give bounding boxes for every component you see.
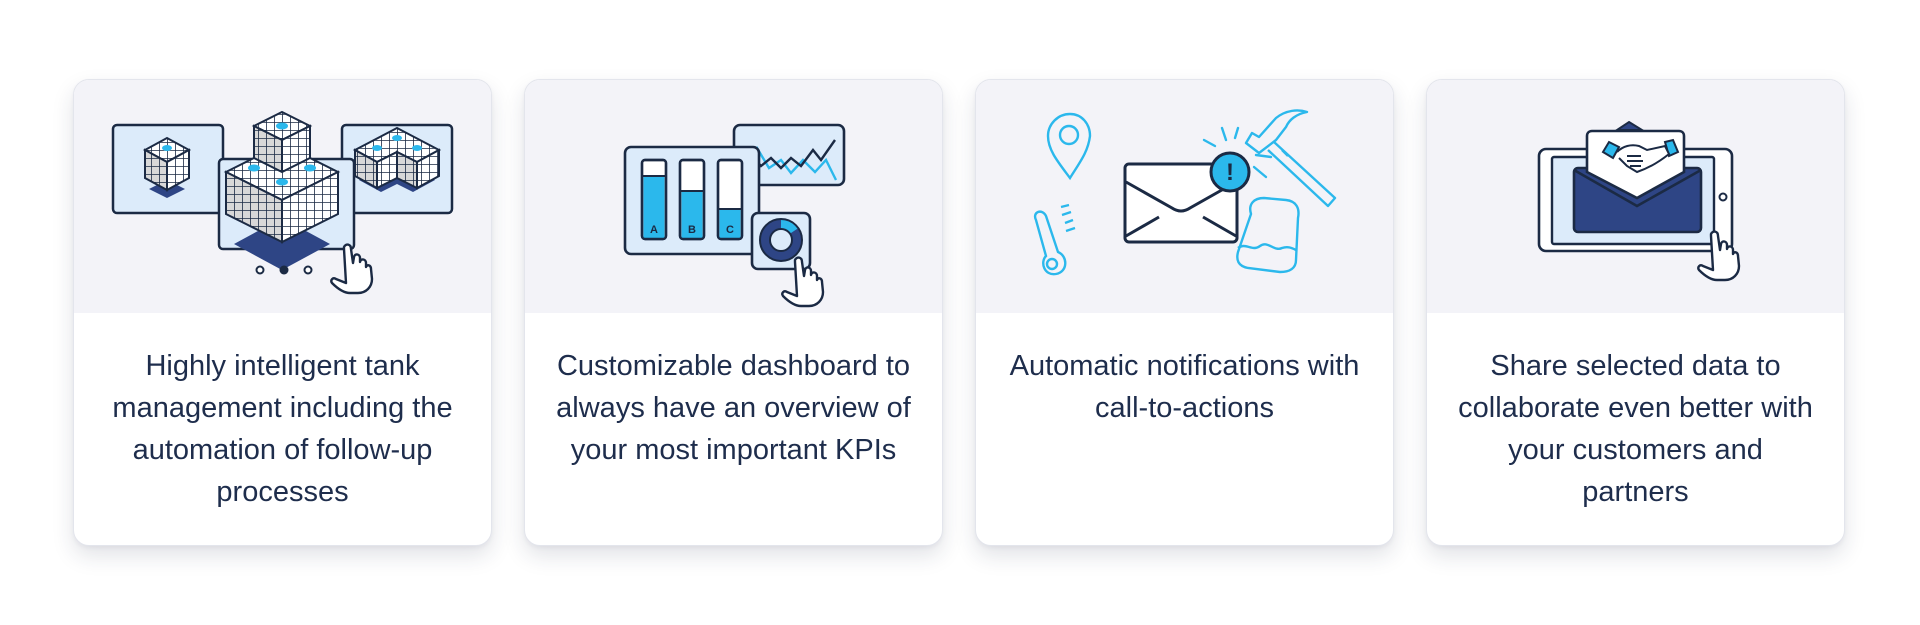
tank-management-icon: [111, 110, 454, 295]
card-illustration-area: [74, 80, 491, 313]
bar-chart-icon: A B C: [640, 158, 744, 241]
card-illustration-area: !: [976, 80, 1393, 313]
hammer-icon: [1244, 109, 1337, 208]
feature-description: Highly intelligent tank management inclu…: [112, 350, 453, 508]
feature-card-tank-management: Highly intelligent tank management inclu…: [73, 79, 492, 546]
feature-description: Share selected data to collaborate even …: [1458, 350, 1813, 508]
feature-description: Automatic notifications with call-to-act…: [1009, 350, 1360, 424]
hand-cursor-icon: [330, 243, 374, 295]
feature-card-dashboard: A B C Customizable dashboard t: [524, 79, 943, 546]
handshake-icon: [1601, 138, 1680, 174]
tank-level-icon: [1236, 196, 1300, 274]
card-body: Share selected data to collaborate even …: [1427, 313, 1844, 545]
card-body: Customizable dashboard to always have an…: [525, 313, 942, 545]
svg-text:A: A: [650, 224, 658, 236]
card-illustration-area: [1427, 80, 1844, 313]
notifications-icon: !: [1033, 109, 1337, 276]
hand-cursor-icon: [1697, 230, 1741, 282]
donut-chart-icon: [759, 218, 803, 262]
svg-text:C: C: [726, 224, 734, 236]
share-data-icon: [1537, 120, 1741, 282]
thermometer-icon: [1033, 203, 1076, 276]
svg-text:B: B: [688, 224, 696, 236]
feature-cards: Highly intelligent tank management inclu…: [73, 79, 1845, 546]
card-body: Highly intelligent tank management inclu…: [74, 313, 491, 545]
location-pin-icon: [1046, 112, 1092, 181]
feature-card-notifications: !: [975, 79, 1394, 546]
feature-card-share-data: Share selected data to collaborate even …: [1426, 79, 1845, 546]
open-envelope-icon: [1572, 120, 1703, 234]
alert-badge-icon: !: [1209, 151, 1251, 193]
card-illustration-area: A B C: [525, 80, 942, 313]
hand-cursor-icon: [781, 256, 825, 308]
dashboard-kpi-icon: A B C: [623, 123, 846, 308]
envelope-icon: [1123, 162, 1239, 244]
card-body: Automatic notifications with call-to-act…: [976, 313, 1393, 545]
feature-description: Customizable dashboard to always have an…: [556, 350, 911, 466]
svg-text:!: !: [1226, 159, 1234, 186]
